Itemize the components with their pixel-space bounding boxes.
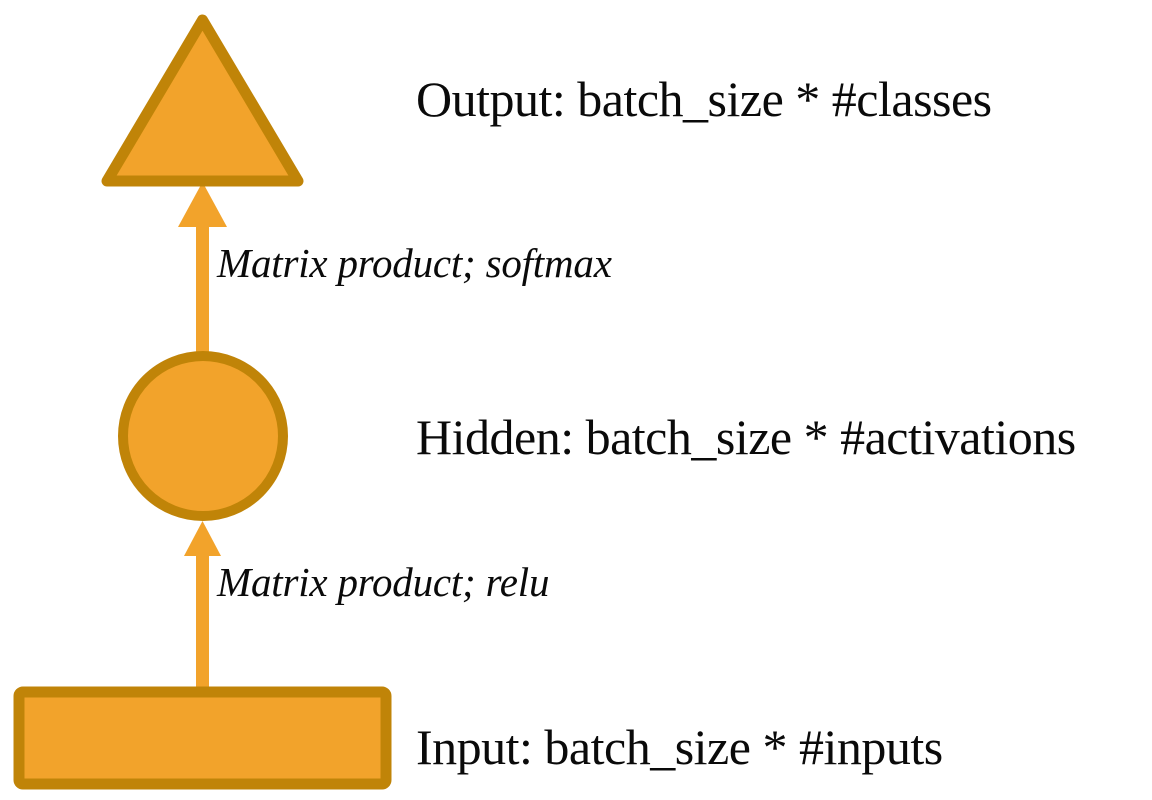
arrow-shaft-input-to-hidden: [196, 540, 209, 692]
node-input-rectangle[interactable]: [13, 686, 392, 790]
node-hidden-label: Hidden: batch_size * #activations: [416, 409, 1076, 465]
arrow-head-hidden-to-output: [178, 182, 227, 227]
arrow-shaft-hidden-to-output: [196, 205, 209, 357]
edge-hidden-to-output-label: Matrix product; softmax: [217, 240, 612, 286]
edge-input-to-hidden-label: Matrix product; relu: [217, 559, 550, 605]
edge-hidden-to-output: [178, 182, 227, 357]
arrow-head-input-to-hidden: [184, 521, 221, 556]
node-output-label: Output: batch_size * #classes: [416, 71, 992, 127]
node-output-triangle[interactable]: [101, 14, 304, 187]
node-input-label: Input: batch_size * #inputs: [416, 719, 943, 775]
edge-input-to-hidden: [184, 521, 221, 692]
node-hidden-circle[interactable]: [118, 351, 288, 521]
